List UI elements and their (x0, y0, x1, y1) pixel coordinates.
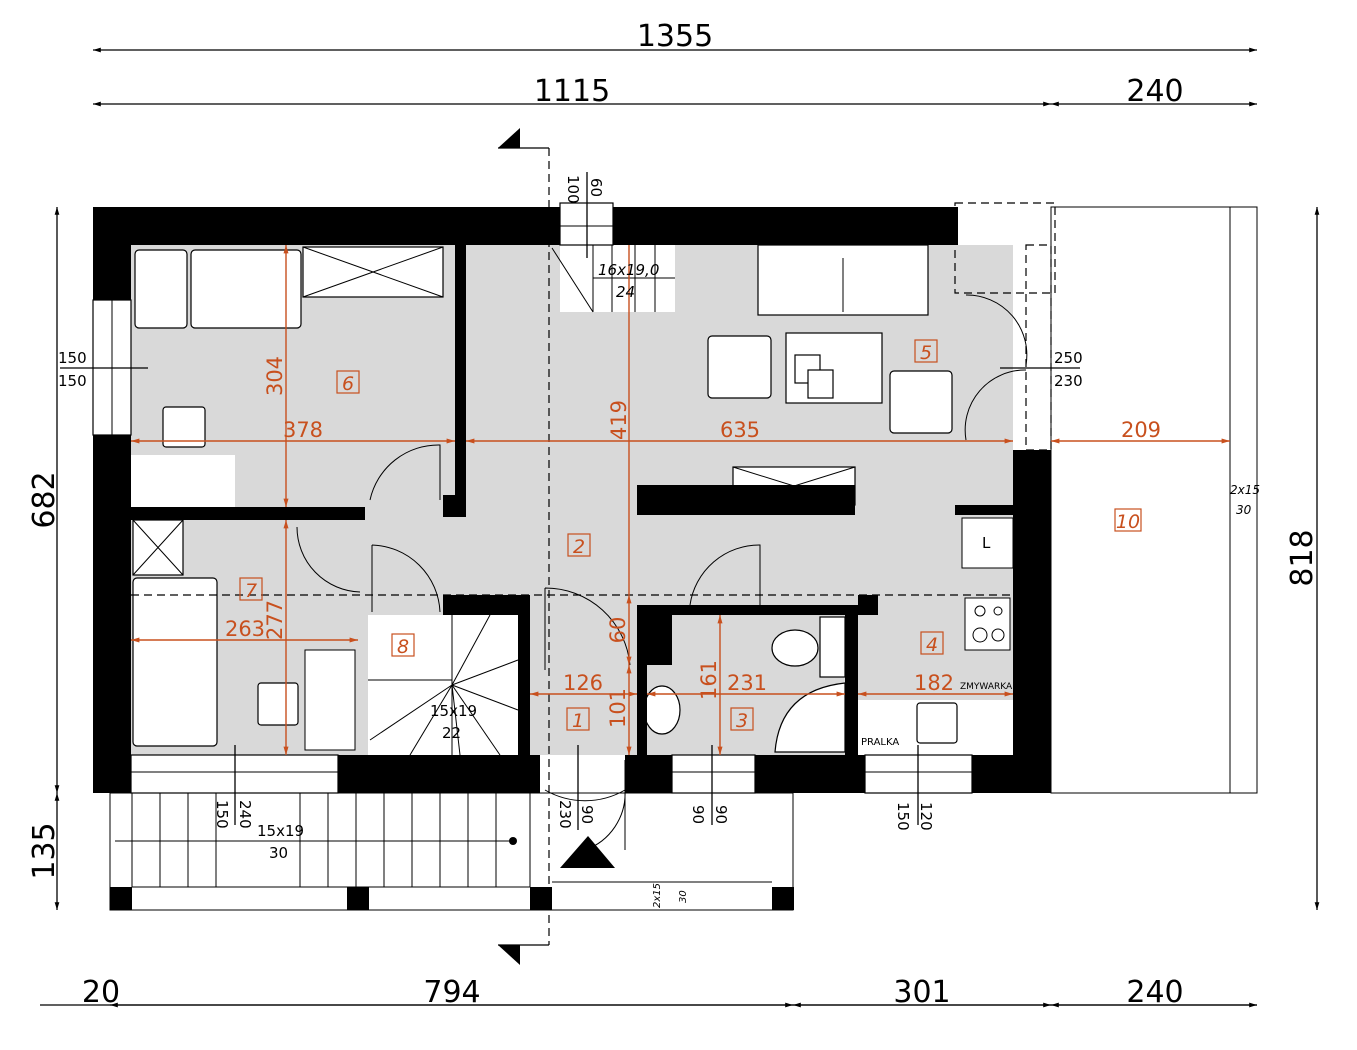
basement-stairs-spec: 15x19 (430, 702, 477, 720)
attic-stairs-spec: 16x19,0 (598, 261, 659, 279)
doors (296, 294, 1028, 851)
dim-hall1-upper: 60 (606, 617, 630, 644)
terrace-step-count: 30 (1236, 503, 1252, 517)
terrace-step-spec: 2x15 (1230, 483, 1260, 497)
top-window-height: 60 (587, 178, 605, 197)
room-2-label: 2 (573, 536, 585, 558)
room-10-label: 10 (1116, 511, 1140, 533)
bath-window-height: 90 (712, 805, 730, 824)
kitchen-window-width: 150 (894, 802, 912, 831)
basement-stairs-count: 22 (442, 724, 461, 742)
entrance-step-count: 30 (678, 890, 689, 903)
dim-bottom-1: 794 (423, 975, 480, 1010)
dim-kitchen-width: 182 (914, 671, 954, 695)
front-stairs-spec: 15x19 (257, 822, 304, 840)
dim-room7-height: 277 (263, 600, 287, 640)
furniture (131, 244, 1014, 756)
inner-dimension-lines (131, 245, 1230, 755)
dim-room7-width: 263 (225, 617, 265, 641)
entrance-door-width: 230 (556, 800, 574, 829)
dim-living-width: 635 (720, 418, 760, 442)
dim-top-terrace: 240 (1126, 74, 1183, 109)
room-5-label: 5 (920, 342, 932, 364)
fridge-label: L (982, 534, 991, 552)
room7-window-width: 150 (213, 800, 231, 829)
dim-right-total: 818 (1285, 529, 1320, 586)
bath-window-width: 90 (689, 805, 707, 824)
front-stairs-count: 30 (269, 844, 288, 862)
entrance-door-height: 90 (578, 805, 596, 824)
dim-hall-height: 419 (607, 400, 631, 440)
kitchen-window-height: 120 (917, 802, 935, 831)
outer-dimension-lines (40, 47, 1320, 1008)
right-door-width: 250 (1054, 349, 1083, 367)
dim-bottom-3: 240 (1126, 975, 1183, 1010)
room-1-label: 1 (572, 710, 584, 732)
room-7-label: 7 (245, 580, 257, 602)
room-4-label: 4 (926, 634, 938, 656)
dim-bottom-0: 20 (82, 975, 120, 1010)
room-labels: 1 2 3 4 5 6 7 8 10 (239, 339, 1142, 732)
room7-window-height: 240 (236, 800, 254, 829)
dim-room6-height: 304 (263, 356, 287, 396)
front-steps (109, 792, 794, 911)
floor-area (131, 245, 1013, 755)
room-8-label: 8 (397, 636, 409, 658)
room-3-label: 3 (736, 710, 748, 732)
left-window-width: 150 (58, 349, 87, 367)
dim-left-main: 682 (27, 471, 62, 528)
dim-bath-height: 161 (697, 660, 721, 700)
attic-stairs-count: 24 (616, 283, 635, 301)
dishwasher-label: ZMYWARKA (960, 682, 1013, 692)
washer-label: PRALKA (861, 737, 899, 748)
dim-bottom-2: 301 (893, 975, 950, 1010)
opening-leaders (60, 172, 1080, 830)
section-line (131, 128, 1013, 965)
room-6-label: 6 (342, 373, 354, 395)
right-door-height: 230 (1054, 372, 1083, 390)
dim-top-total: 1355 (637, 19, 713, 54)
dim-hall1-height: 101 (606, 688, 630, 728)
dim-room6-width: 378 (283, 418, 323, 442)
terrace (1050, 206, 1258, 794)
walls (93, 207, 1051, 793)
dim-hall1-width: 126 (563, 671, 603, 695)
top-window-width: 100 (564, 175, 582, 204)
dim-top-main: 1115 (534, 74, 610, 109)
entrance-step-spec: 2x15 (652, 883, 663, 908)
dim-left-steps: 135 (27, 822, 62, 879)
left-window-height: 150 (58, 372, 87, 390)
dim-terrace-width: 209 (1121, 418, 1161, 442)
dim-bath-width: 231 (727, 671, 767, 695)
entrance-arrow-icon (560, 836, 615, 868)
